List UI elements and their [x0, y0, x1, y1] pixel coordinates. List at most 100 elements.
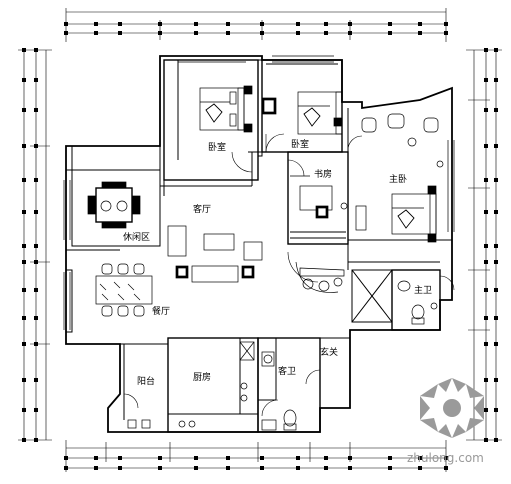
dimension-tick [348, 466, 352, 470]
dimension-tick [484, 210, 488, 214]
dimension-tick [226, 22, 230, 26]
dimension-tick [484, 108, 488, 112]
dimension-tick [118, 466, 122, 470]
dimension-tick [22, 342, 26, 346]
dimension-tick [296, 466, 300, 470]
windows [63, 55, 455, 330]
dimension-tick [34, 178, 38, 182]
dimension-tick [260, 31, 264, 35]
dimension-tick [118, 456, 122, 460]
dimension-tick [64, 31, 68, 35]
dimension-tick [388, 22, 392, 26]
dimension-tick [22, 378, 26, 382]
dimension-tick [158, 22, 162, 26]
dimension-tick [34, 288, 38, 292]
dimension-tick [22, 408, 26, 412]
dimension-tick [22, 178, 26, 182]
dimension-tick [418, 456, 422, 460]
dimension-tick [22, 210, 26, 214]
dimension-tick [22, 78, 26, 82]
dimension-tick [494, 260, 498, 264]
dimension-tick [118, 22, 122, 26]
dimension-tick [118, 31, 122, 35]
dimension-tick [64, 466, 68, 470]
dimension-tick [484, 48, 488, 52]
dimension-tick [194, 456, 198, 460]
dimension-tick [34, 108, 38, 112]
dimension-tick [418, 31, 422, 35]
dimension-tick [260, 456, 264, 460]
dimension-tick [296, 31, 300, 35]
dimension-tick [226, 31, 230, 35]
dimension-tick [348, 31, 352, 35]
dimension-tick [484, 288, 488, 292]
dimension-tick [388, 31, 392, 35]
dimension-tick [22, 48, 26, 52]
dimension-tick [484, 342, 488, 346]
dimension-tick [34, 144, 38, 148]
snowflake-logo-icon [420, 378, 484, 438]
dimension-tick [226, 466, 230, 470]
room-label-master-bath: 主卫 [414, 284, 432, 296]
dimension-tick [494, 144, 498, 148]
room-label-study: 书房 [314, 168, 332, 180]
room-label-bedroom-a: 卧室 [208, 141, 226, 153]
dimension-tick [494, 178, 498, 182]
dimension-tick [444, 456, 448, 460]
room-label-living-room: 客厅 [193, 203, 211, 215]
dimension-tick [296, 456, 300, 460]
dimension-tick [34, 438, 38, 442]
dimension-tick [484, 144, 488, 148]
dimension-tick [22, 108, 26, 112]
dimension-tick [22, 244, 26, 248]
dimension-tick [94, 31, 98, 35]
dimension-tick [388, 466, 392, 470]
dimension-tick [484, 244, 488, 248]
stove-icon [127, 341, 255, 429]
dimension-tick [494, 342, 498, 346]
dimension-tick [494, 408, 498, 412]
dimension-tick [444, 22, 448, 26]
dimension-tick [22, 260, 26, 264]
room-label-master-bedroom: 主卧 [389, 173, 407, 185]
dimension-tick [34, 48, 38, 52]
dimension-tick [34, 260, 38, 264]
dimension-tick [22, 316, 26, 320]
dining-table-icon [95, 263, 153, 317]
dimension-tick [22, 438, 26, 442]
room-labels: 卧室 卧室 客厅 书房 主卧 休闲区 主卫 餐厅 玄关 阳台 厨房 客卫 [123, 138, 432, 387]
armchair-icon [361, 113, 444, 168]
watermark-logo: zhulong.com [407, 378, 484, 465]
dimension-tick [324, 22, 328, 26]
dimension-tick [158, 466, 162, 470]
bed-icon [297, 91, 343, 135]
dimension-tick [158, 456, 162, 460]
dimension-tick [64, 22, 68, 26]
walls [65, 55, 453, 433]
room-label-dining-room: 餐厅 [152, 305, 170, 317]
dimension-tick [494, 378, 498, 382]
watermark-text: zhulong.com [407, 451, 484, 465]
room-label-guest-bath: 客卫 [278, 365, 296, 377]
dimension-tick [226, 456, 230, 460]
dimension-tick [22, 144, 26, 148]
dimension-tick [348, 456, 352, 460]
toilet-icon [261, 351, 297, 431]
dimension-tick [444, 31, 448, 35]
dimension-tick [494, 78, 498, 82]
dimension-tick [494, 316, 498, 320]
dimension-ticks [22, 22, 498, 470]
closet-icon [261, 97, 277, 115]
dimension-tick [94, 456, 98, 460]
dimension-tick [484, 178, 488, 182]
bed-icon [199, 85, 253, 133]
dimension-tick [94, 22, 98, 26]
dimension-tick [94, 466, 98, 470]
dimension-tick [444, 466, 448, 470]
dimension-tick [64, 456, 68, 460]
desk-icon [290, 175, 367, 231]
room-label-kitchen: 厨房 [193, 371, 211, 383]
dimension-tick [484, 260, 488, 264]
dimension-tick [494, 210, 498, 214]
dimension-tick [418, 466, 422, 470]
